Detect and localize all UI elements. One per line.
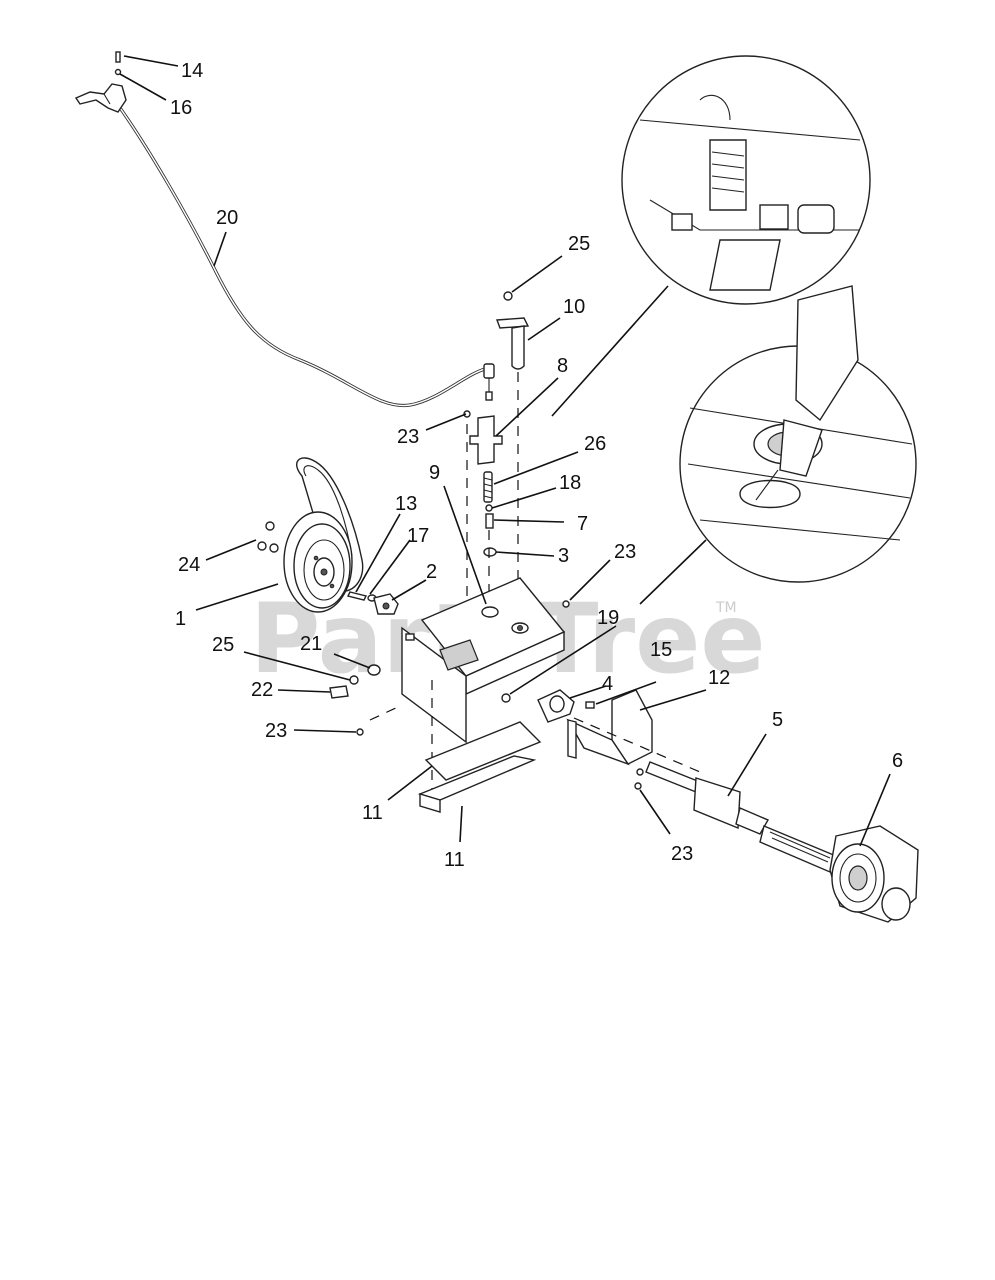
nut-21 — [367, 664, 381, 676]
cable-lever — [74, 51, 127, 113]
callout-23-mid: 23 — [614, 541, 636, 563]
nut-23-left — [356, 728, 364, 736]
callout-15: 15 — [650, 639, 672, 661]
pulley — [283, 511, 353, 613]
callout-12: 12 — [708, 667, 730, 689]
hub-2 — [373, 593, 399, 615]
inset-upper-leader — [551, 285, 669, 417]
callout-25-lower: 25 — [212, 634, 234, 656]
callout-23-upper: 23 — [397, 426, 419, 448]
callout-26: 26 — [584, 433, 606, 455]
bearing-4 — [537, 689, 575, 723]
callout-19: 19 — [597, 607, 619, 629]
callout-21: 21 — [300, 633, 322, 655]
plate-11-lower — [417, 755, 537, 813]
callout-2: 2 — [426, 561, 437, 583]
key-13 — [346, 591, 368, 601]
main-bracket — [401, 577, 566, 790]
callout-23-right: 23 — [671, 843, 693, 865]
vertical-shaft-assembly — [463, 291, 530, 610]
callout-18: 18 — [559, 472, 581, 494]
throttle-cable — [116, 104, 495, 408]
detail-inset-lower — [679, 285, 917, 583]
callout-16: 16 — [170, 97, 192, 119]
callout-14: 14 — [181, 60, 203, 82]
detail-inset-upper — [621, 55, 871, 305]
pin-15 — [585, 701, 595, 709]
callout-11-left: 11 — [362, 802, 383, 824]
callout-7: 7 — [577, 513, 588, 535]
callout-8: 8 — [557, 355, 568, 377]
watermark-trademark: TM — [715, 600, 737, 616]
pulley-bolts — [257, 521, 279, 553]
callout-23-left: 23 — [265, 720, 287, 742]
nut-23-right — [634, 768, 644, 790]
callout-11-bottom: 11 — [444, 849, 465, 871]
callout-10: 10 — [563, 296, 585, 318]
gearbox — [829, 825, 919, 923]
bolt-22 — [329, 685, 349, 699]
leader-lines — [119, 55, 891, 847]
callout-labels: 14 16 20 25 10 8 23 26 9 18 7 13 17 3 23… — [170, 60, 903, 871]
bolt-19 — [501, 693, 511, 703]
shield-12 — [566, 689, 653, 766]
callout-17: 17 — [407, 525, 429, 547]
callout-3: 3 — [558, 545, 569, 567]
bolt-25-lower — [349, 675, 359, 685]
plate-11-upper — [424, 721, 542, 781]
callout-6: 6 — [892, 750, 903, 772]
inset-lower-leader — [639, 539, 707, 605]
callout-24: 24 — [178, 554, 200, 576]
callout-13: 13 — [395, 493, 417, 515]
callout-9: 9 — [429, 462, 440, 484]
callout-22: 22 — [251, 679, 273, 701]
callout-20: 20 — [216, 207, 238, 229]
callout-1: 1 — [175, 608, 186, 630]
callout-5: 5 — [772, 709, 783, 731]
callout-25-upper: 25 — [568, 233, 590, 255]
nut-23-upper — [562, 600, 570, 608]
callout-4: 4 — [602, 673, 613, 695]
